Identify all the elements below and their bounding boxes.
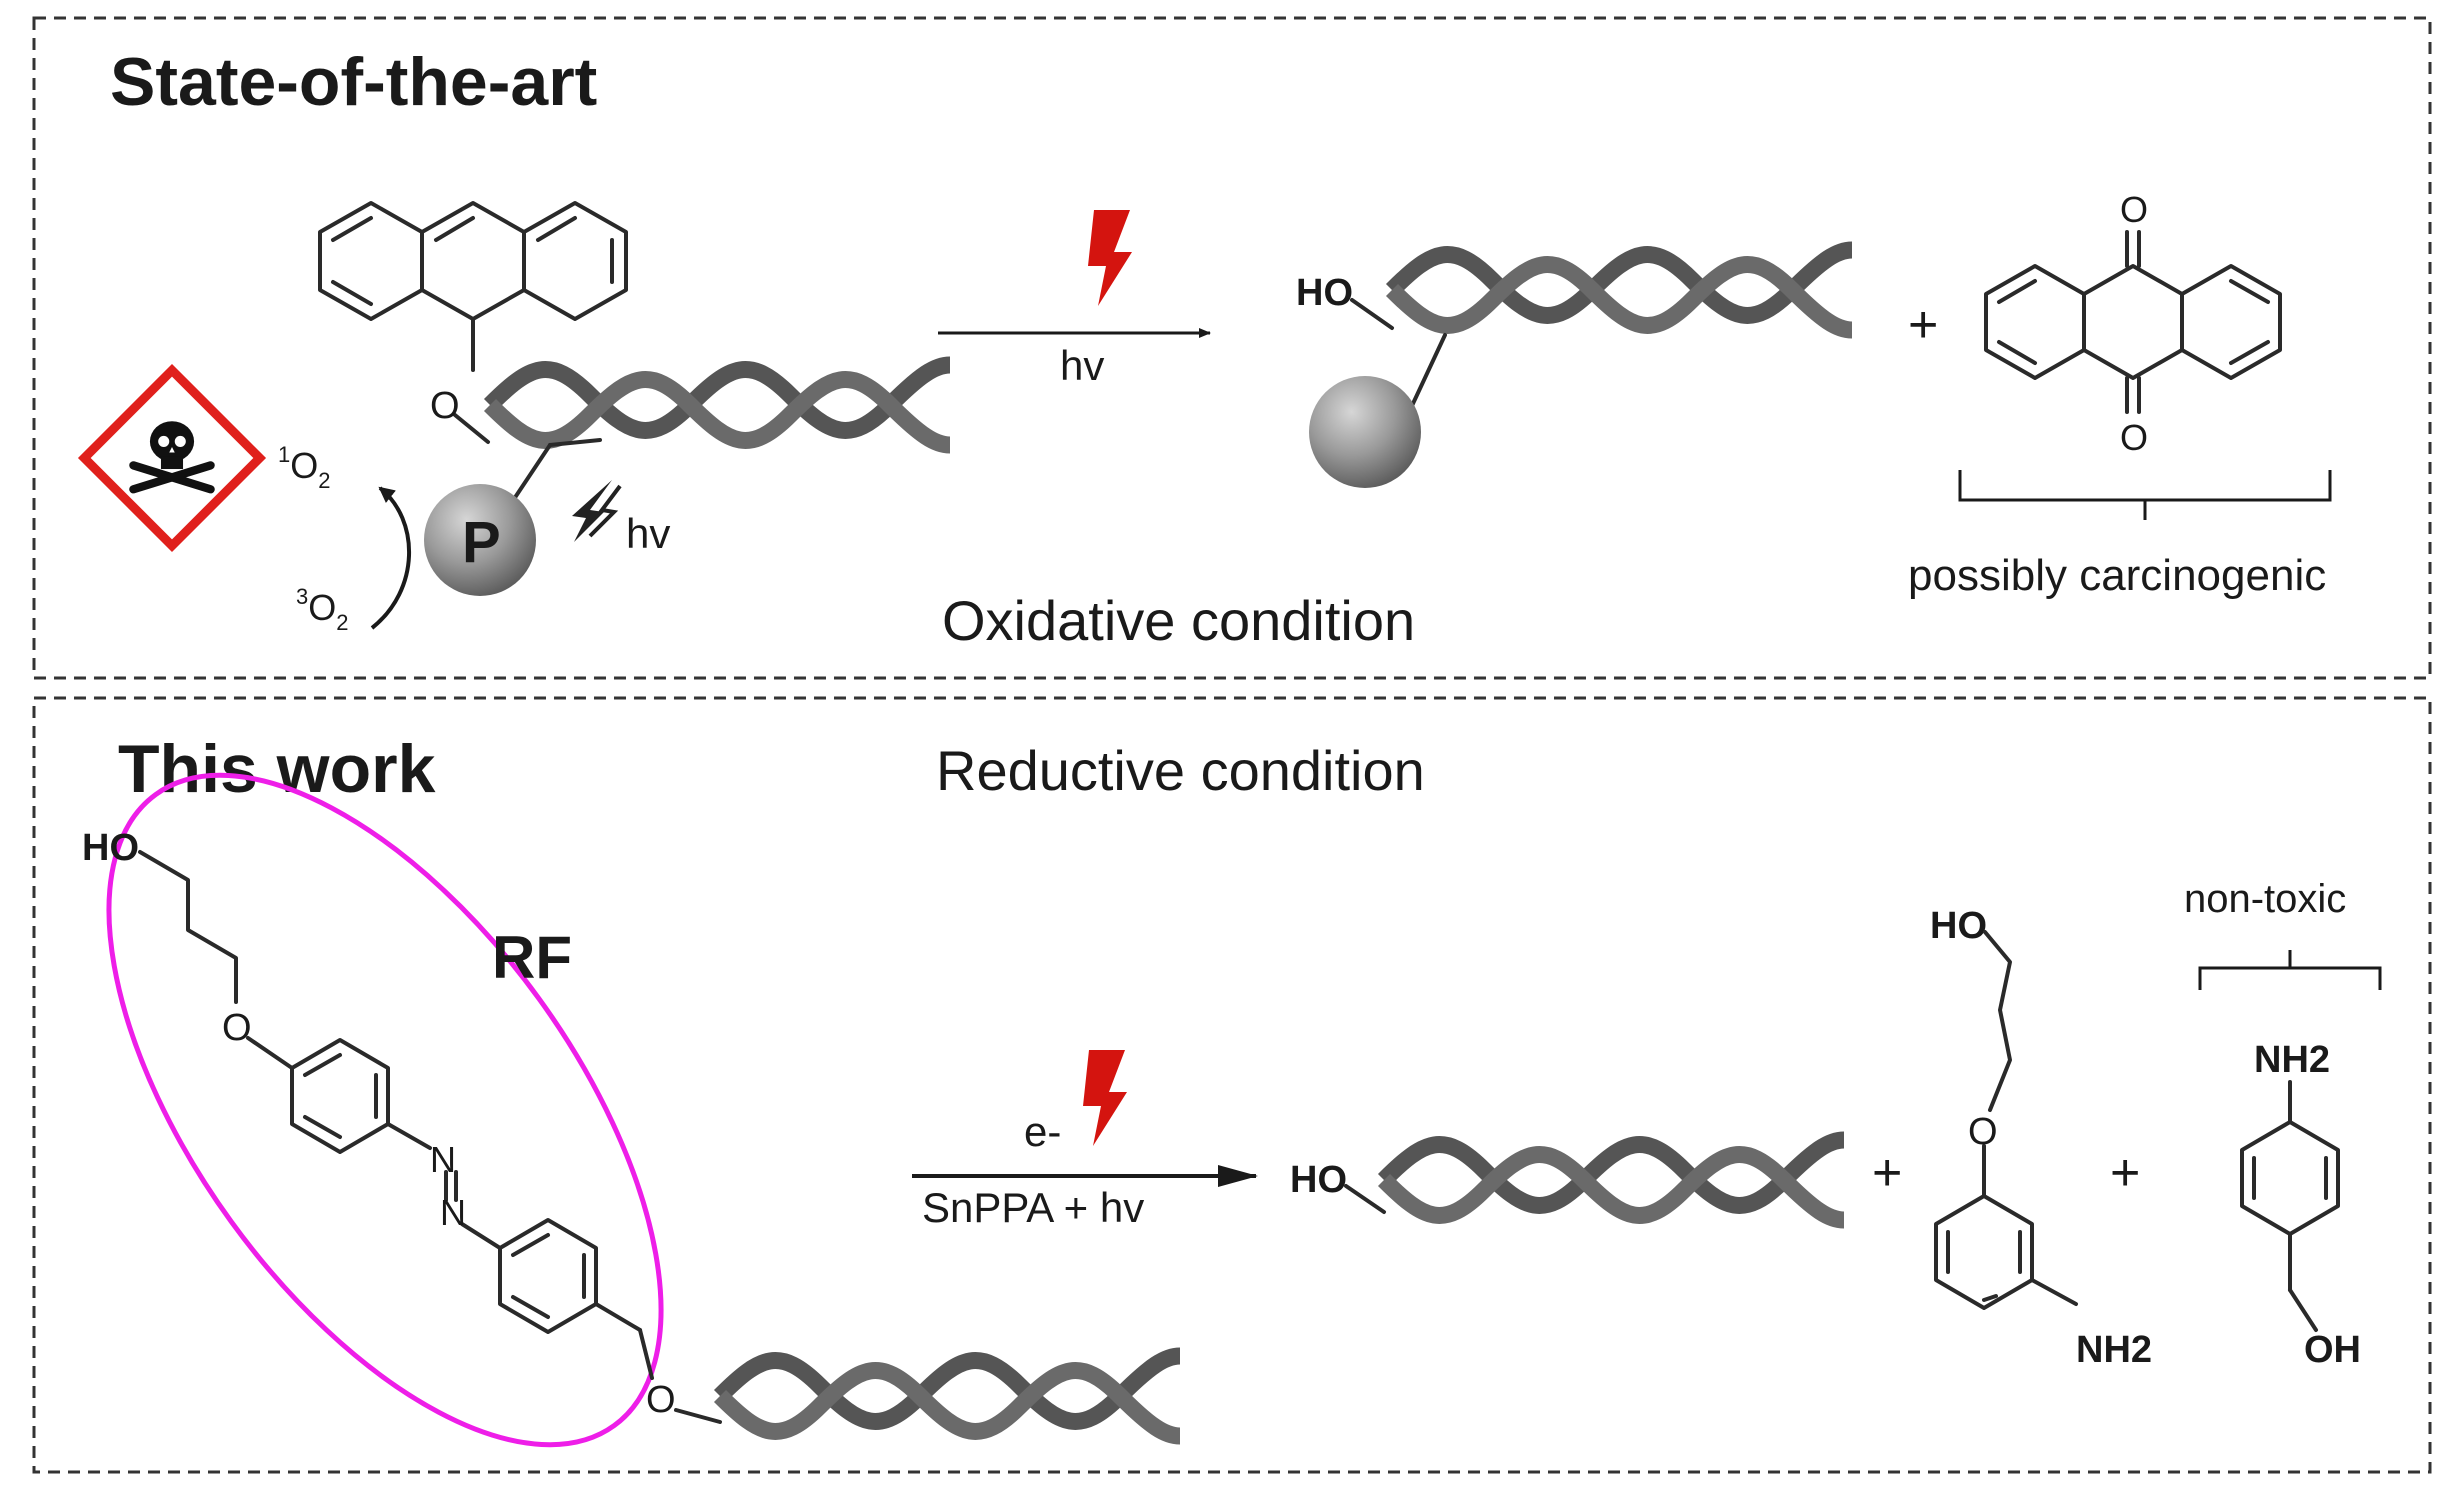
photosensitizer-hv-label: hv [626, 510, 670, 557]
lightning-red-icon-bottom [1083, 1050, 1127, 1146]
anthracene-structure [318, 201, 628, 444]
bracket-non-toxic [2198, 950, 2382, 990]
product-hydroxyl-top: HO [1296, 272, 1353, 314]
dna-strand-top-left [490, 365, 950, 445]
dna-strand-top-product [1392, 250, 1852, 330]
azo-nitrogen-1: N [430, 1139, 456, 1180]
hazard-skull-icon [77, 363, 267, 553]
plus-bottom-2: + [2110, 1144, 2140, 1202]
aminophenol-oxygen: O [1968, 1111, 1998, 1153]
photosensitizer-sphere [424, 484, 536, 596]
product-bond-top [1350, 298, 1394, 330]
sphere-linker-top [508, 443, 552, 507]
product-sphere [1309, 376, 1421, 488]
benzylamine-structure [2240, 1080, 2340, 1332]
linker-hydroxyl: HO [82, 827, 139, 869]
panel-top-title: State-of-the-art [110, 44, 597, 120]
oxygen-conversion-arrow [370, 486, 411, 630]
linker-oxygen-2: O [646, 1379, 676, 1421]
panel-top-frame [32, 16, 2432, 680]
reaction-arrow-bottom-top-label: e- [1024, 1108, 1061, 1155]
sphere-linker-top-2 [548, 438, 602, 447]
reaction-arrow-top-label: hv [1060, 342, 1104, 389]
plus-bottom-1: + [1872, 1144, 1902, 1202]
oxidative-condition-label: Oxidative condition [942, 589, 1415, 652]
product-hydroxyl-bottom: HO [1290, 1159, 1347, 1201]
byproduct-note-top: possibly carcinogenic [1908, 551, 2326, 600]
bracket-carcinogenic [1958, 470, 2332, 520]
triplet-oxygen-label: 3O2 [296, 584, 349, 635]
reaction-arrow-bottom-label: SnPPA + hv [922, 1184, 1144, 1231]
ether-oxygen-top: O [430, 385, 460, 427]
sphere-linker-product [1408, 333, 1447, 412]
aminophenol-hydroxyl: HO [1930, 905, 1987, 947]
azo-nitrogen-2: N [440, 1192, 466, 1233]
panel-bottom-title: This work [118, 731, 436, 807]
panel-bottom-frame [32, 696, 2432, 1474]
anthraquinone-structure [1984, 230, 2282, 414]
byproduct-note-bottom: non-toxic [2184, 877, 2346, 921]
rf-linker-label: RF [492, 924, 572, 991]
benzylamine-hydroxyl: OH [2304, 1329, 2361, 1371]
quinone-oxygen-bottom: O [2120, 417, 2148, 458]
linker-chain [138, 850, 722, 1424]
dna-strand-bottom-left [720, 1356, 1180, 1436]
photosensitizer-label: P [462, 510, 501, 575]
rf-linker-highlight [106, 772, 664, 1448]
singlet-oxygen-label: 1O2 [278, 442, 331, 493]
lightning-red-icon-top [1088, 210, 1132, 306]
plus-top: + [1908, 296, 1938, 354]
product-bond-bottom [1344, 1184, 1386, 1214]
lightning-black-icon [570, 478, 622, 544]
aminophenol-structure [1934, 930, 2078, 1310]
quinone-oxygen-top: O [2120, 189, 2148, 230]
benzylamine-amine: NH2 [2254, 1039, 2330, 1081]
dna-strand-bottom-product [1384, 1140, 1844, 1220]
linker-oxygen-1: O [222, 1007, 252, 1049]
aminophenol-amine: NH2 [2076, 1329, 2152, 1371]
reductive-condition-label: Reductive condition [936, 739, 1425, 802]
